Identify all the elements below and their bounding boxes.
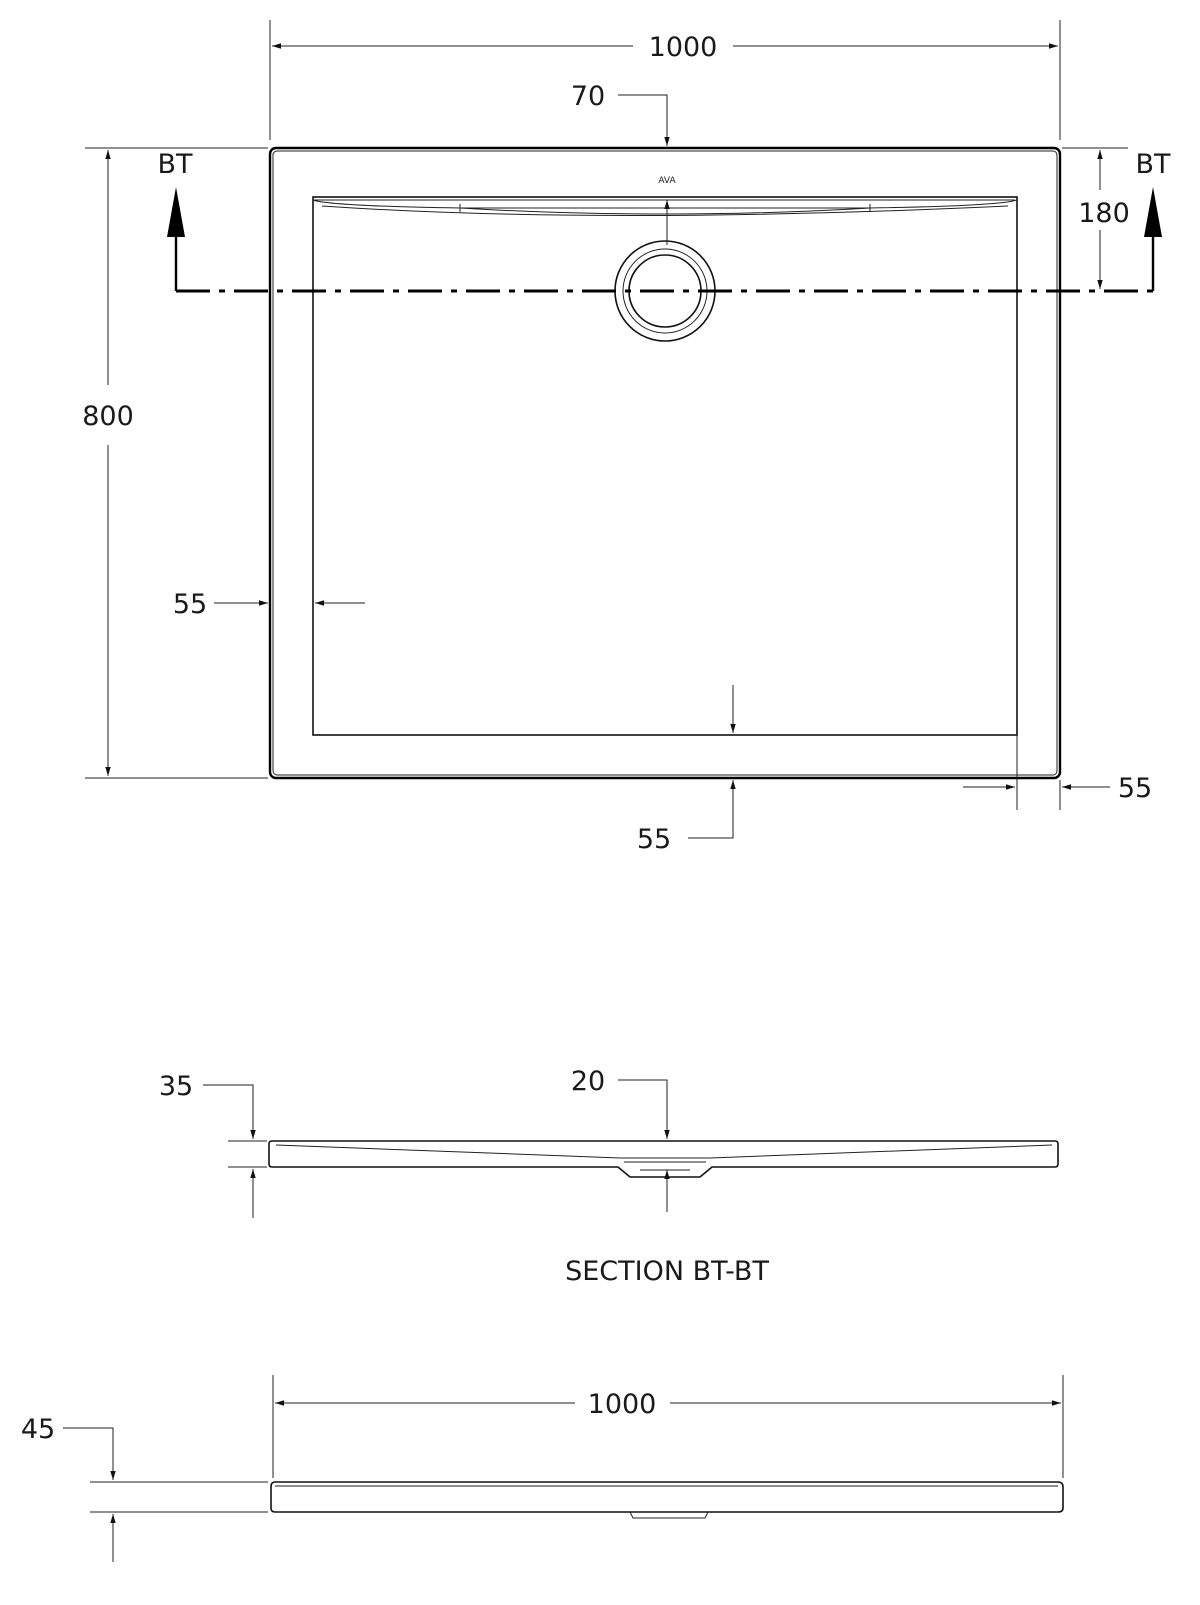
dim-waste-center: 180	[1062, 147, 1130, 289]
section-marker-right: BT	[1135, 149, 1171, 180]
svg-text:55: 55	[1118, 773, 1152, 804]
section-profile	[268, 1140, 1059, 1178]
svg-text:1000: 1000	[649, 32, 718, 63]
tray-basin	[312, 196, 1018, 736]
svg-text:55: 55	[637, 824, 671, 855]
dim-rim-left: 55	[173, 589, 365, 620]
section-arrow-right	[1144, 187, 1162, 237]
dim-overall-length: 800	[82, 147, 268, 779]
svg-text:180: 180	[1078, 198, 1130, 229]
svg-text:800: 800	[82, 401, 134, 432]
tray-outline-inner	[272, 150, 1058, 776]
svg-text:20: 20	[571, 1066, 605, 1097]
dim-side-width: 1000	[272, 1375, 1064, 1478]
dim-section-fall: 20	[571, 1066, 670, 1212]
dim-rim-bottom: 55	[637, 685, 736, 855]
dim-overall-width: 1000	[269, 20, 1061, 140]
plan-view: AVA BT BT 1000 70 800	[82, 20, 1171, 855]
side-view: 1000 45	[21, 1375, 1064, 1562]
svg-text:70: 70	[571, 81, 605, 112]
side-profile	[270, 1481, 1064, 1513]
dim-rim-right: 55	[963, 735, 1152, 810]
section-arrow-left	[167, 187, 185, 237]
drain-channel	[312, 199, 1018, 209]
dim-side-height: 45	[21, 1414, 268, 1562]
brand-logo: AVA	[658, 176, 676, 186]
section-caption: SECTION BT-BT	[565, 1256, 769, 1287]
section-view: 35 20 SECTION BT-BT	[159, 1066, 1059, 1287]
svg-text:55: 55	[173, 589, 207, 620]
svg-text:45: 45	[21, 1414, 55, 1445]
svg-text:35: 35	[159, 1071, 193, 1102]
dim-section-height: 35	[159, 1071, 267, 1218]
svg-text:1000: 1000	[588, 1389, 657, 1420]
dim-waste-offset: 70	[571, 81, 670, 245]
tray-outline	[268, 146, 1062, 780]
section-marker-left: BT	[157, 149, 193, 180]
